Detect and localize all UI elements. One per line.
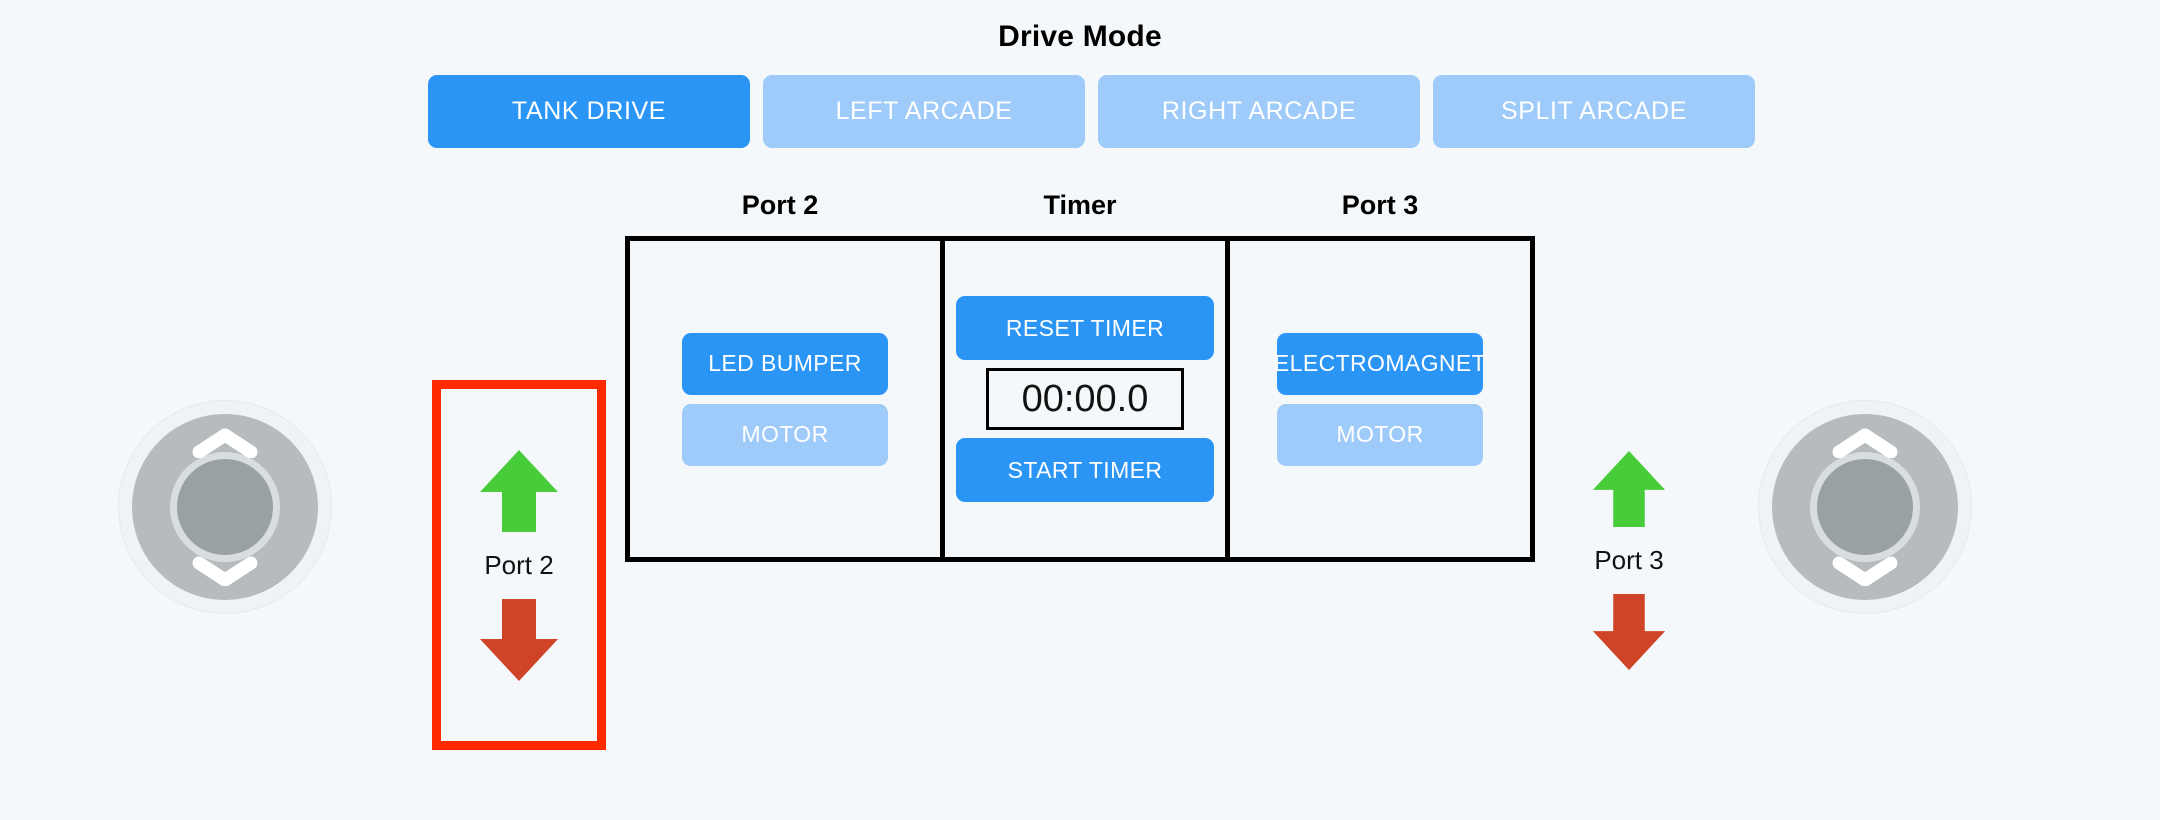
button-label: ELECTROMAGNET — [1273, 350, 1487, 376]
mode-button-tank-drive[interactable]: TANK DRIVE — [428, 75, 750, 148]
port2-up-button[interactable] — [478, 448, 560, 534]
column-header-port3: Port 3 — [1341, 190, 1419, 220]
mode-button-label: RIGHT ARCADE — [1161, 97, 1357, 125]
arrow-up-icon — [480, 449, 558, 532]
joystick-knob[interactable] — [1810, 452, 1920, 562]
column-header-port2: Port 2 — [741, 190, 819, 220]
mode-button-right-arcade[interactable]: RIGHT ARCADE — [1098, 75, 1420, 148]
button-label: LED BUMPER — [708, 350, 862, 376]
drive-mode-button-group: TANK DRIVE LEFT ARCADE RIGHT ARCADE SPLI… — [428, 75, 1755, 148]
arrow-down-icon — [1592, 593, 1666, 670]
arrow-up-icon — [1592, 450, 1666, 527]
port2-label: Port 2 — [484, 549, 554, 580]
reset-timer-button[interactable]: RESET TIMER — [956, 296, 1214, 360]
chevron-up-icon — [192, 428, 258, 459]
chevron-up-icon — [1832, 428, 1898, 459]
start-timer-button[interactable]: START TIMER — [956, 438, 1214, 502]
led-bumper-button[interactable]: LED BUMPER — [682, 332, 888, 395]
panel-column-port2: LED BUMPER MOTOR — [630, 241, 940, 557]
port2-down-button[interactable] — [478, 597, 560, 683]
page-title: Drive Mode — [998, 20, 1162, 53]
button-label: MOTOR — [1336, 421, 1424, 447]
right-joystick[interactable] — [1758, 400, 1972, 614]
port3-label: Port 3 — [1594, 544, 1664, 575]
panel-column-port3: ELECTROMAGNET MOTOR — [1230, 241, 1530, 557]
panel-column-timer: RESET TIMER 00:00.0 START TIMER — [940, 241, 1230, 557]
button-label: START TIMER — [1007, 456, 1163, 483]
column-header-timer: Timer — [1043, 190, 1117, 220]
mode-button-left-arcade[interactable]: LEFT ARCADE — [763, 75, 1085, 148]
mode-button-label: SPLIT ARCADE — [1501, 97, 1687, 125]
port2-motor-button[interactable]: MOTOR — [682, 403, 888, 466]
mode-button-label: TANK DRIVE — [511, 97, 667, 125]
button-label: MOTOR — [741, 421, 829, 447]
timer-display: 00:00.0 — [986, 368, 1184, 430]
joystick-disc — [1772, 414, 1958, 600]
mode-button-label: LEFT ARCADE — [835, 97, 1013, 125]
chevron-down-icon — [1832, 556, 1898, 587]
joystick-disc — [132, 414, 318, 600]
control-panel: LED BUMPER MOTOR RESET TIMER 00:00.0 STA… — [625, 236, 1535, 562]
port2-control-group: Port 2 — [432, 380, 606, 750]
left-joystick[interactable] — [118, 400, 332, 614]
electromagnet-button[interactable]: ELECTROMAGNET — [1273, 332, 1487, 395]
joystick-knob[interactable] — [170, 452, 280, 562]
port3-motor-button[interactable]: MOTOR — [1277, 403, 1483, 466]
mode-button-split-arcade[interactable]: SPLIT ARCADE — [1433, 75, 1755, 148]
chevron-down-icon — [192, 556, 258, 587]
arrow-down-icon — [480, 598, 558, 681]
port3-down-button[interactable] — [1591, 592, 1667, 672]
port3-control-group: Port 3 — [1574, 415, 1684, 705]
port3-up-button[interactable] — [1591, 449, 1667, 529]
button-label: RESET TIMER — [1005, 314, 1165, 341]
